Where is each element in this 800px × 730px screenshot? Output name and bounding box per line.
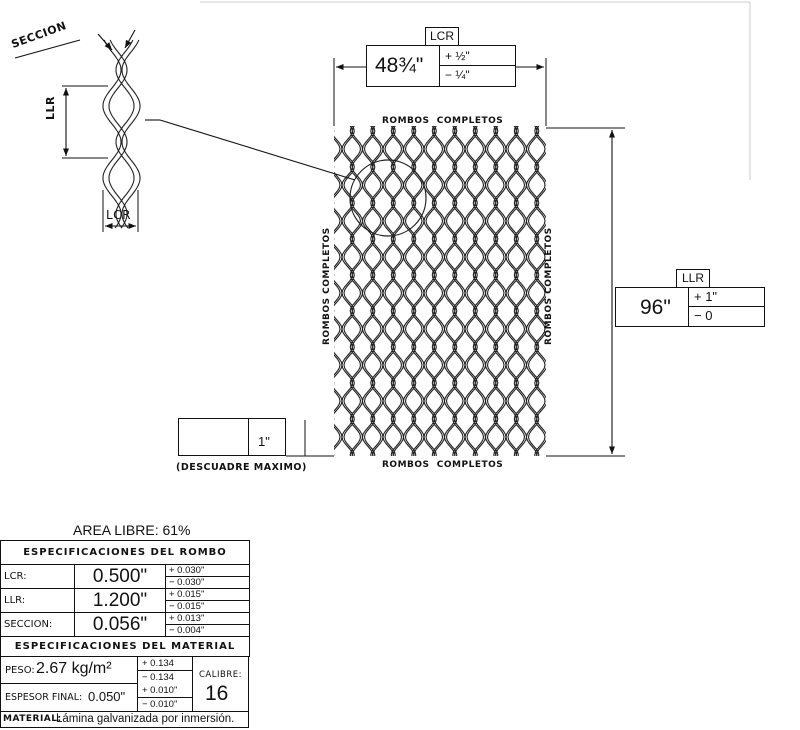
width-plus-tol: + ½" [445,49,470,63]
spec-value-lcr: 0.500" [74,564,166,589]
llr-tag: LLR [681,271,704,285]
strand-detail [102,39,141,229]
spec-minus-llr: − 0.015" [165,600,250,613]
llr-detail-label: LLR [44,96,57,120]
spec-minus-lcr: − 0.030" [165,576,250,589]
espesor-value: 0.050" [88,689,126,704]
height-minus-tol: − 0 [694,308,713,323]
llr-tag-box: LLR [676,269,710,288]
espesor-plus: + 0.010" [142,685,178,696]
peso-plus: + 0.134 [142,658,174,669]
spec-plus-llr: + 0.015" [165,588,250,601]
material-value: Lámina galvanizada por inmersión. [56,713,235,725]
peso-label: PESO: [5,665,35,676]
spec-label-seccion: SECCION: [0,612,75,637]
height-plus-tol: + 1" [694,289,718,304]
descuadre-value: 1" [258,434,270,449]
peso-value: 2.67 kg/m² [36,660,112,677]
spec-label-llr: LLR: [0,588,75,613]
width-value: 48¾" [375,54,424,77]
lcr-tag: LCR [429,29,454,43]
spec-label-lcr: LCR: [0,564,75,589]
lcr-tag-box: LCR [425,27,459,46]
height-tolerance-box: 96" + 1" − 0 [615,287,765,327]
mesh-strands [334,126,546,456]
spec-table: ESPECIFICACIONES DEL ROMBO LCR: 0.500" +… [0,540,250,657]
rombos-top-label: ROMBOS COMPLETOS [382,116,504,126]
spec-plus-seccion: + 0.013" [165,612,250,625]
descuadre-box [178,418,286,456]
spec-value-seccion: 0.056" [74,612,166,637]
width-tolerance-box: 48¾" + ½" − ¼" [366,45,516,87]
spec-minus-seccion: − 0.004" [165,624,250,637]
rombo-spec-header: ESPECIFICACIONES DEL ROMBO [0,540,250,565]
espesor-label: ESPESOR FINAL: [5,692,83,703]
rombos-left-label: ROMBOS COMPLETOS [322,227,332,345]
calibre-value: 16 [205,682,229,705]
rombos-bottom-label: ROMBOS COMPLETOS [382,460,504,470]
espesor-minus: − 0.010" [142,699,178,710]
expanded-metal-mesh [334,126,546,456]
width-minus-tol: − ¼" [445,68,470,82]
spec-value-llr: 1.200" [74,588,166,613]
descuadre-caption: (DESCUADRE MAXIMO) [176,462,307,473]
material-spec-header: ESPECIFICACIONES DEL MATERIAL [0,636,250,657]
material-label: MATERIAL: [3,714,62,724]
seccion-arrow [97,33,113,51]
calibre-label: CALIBRE: [199,670,242,680]
rombos-right-label: ROMBOS COMPLETOS [544,227,554,345]
spec-plus-lcr: + 0.030" [165,564,250,577]
lcr-detail-label: LCR [106,208,131,222]
area-libre: AREA LIBRE: 61% [73,522,191,538]
material-row [0,711,249,728]
height-value: 96" [640,296,671,319]
peso-minus: − 0.134 [142,672,174,683]
detail-circle [349,159,427,237]
